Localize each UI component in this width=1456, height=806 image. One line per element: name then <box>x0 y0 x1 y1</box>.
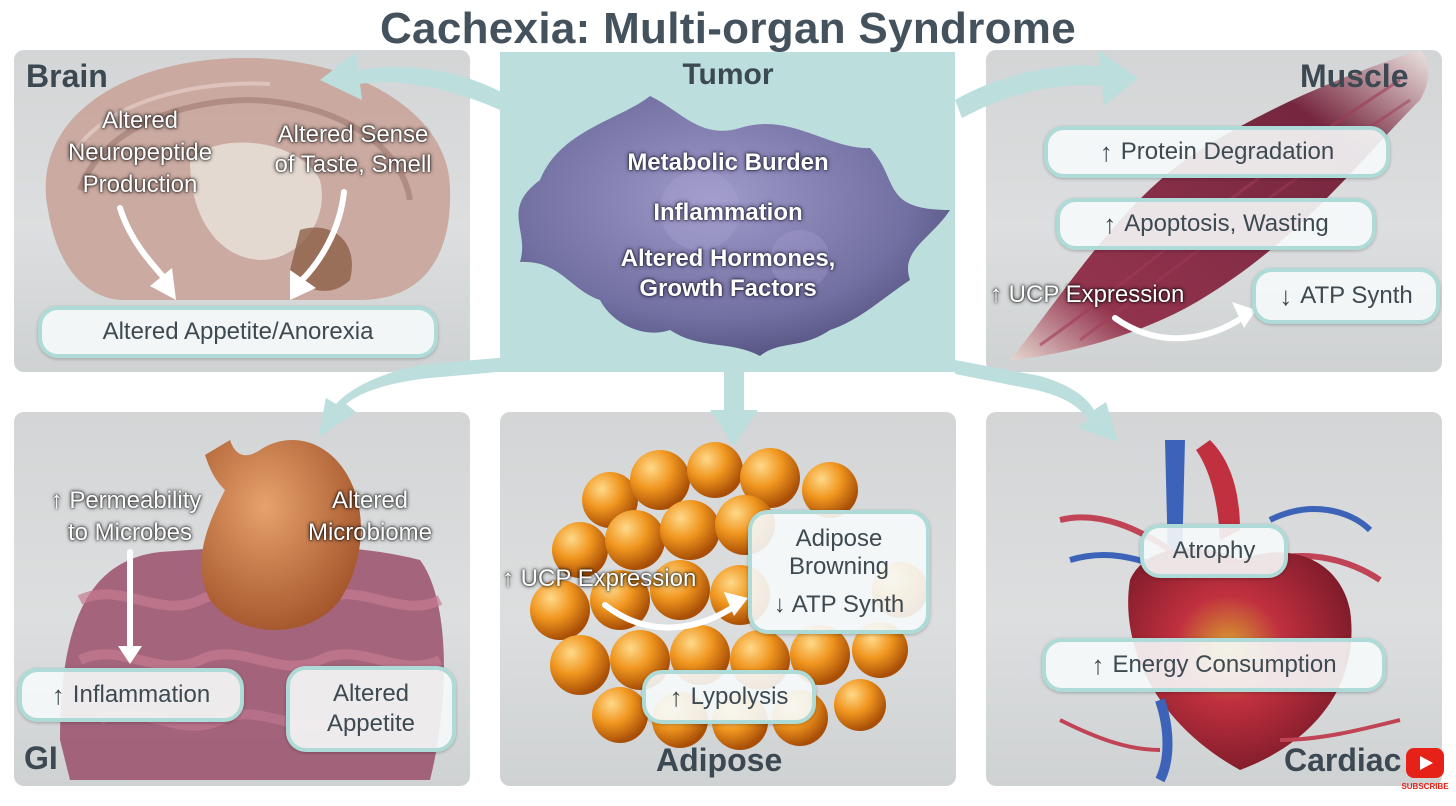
page-title: Cachexia: Multi-organ Syndrome <box>379 4 1076 53</box>
pill-apoptosis-wasting-text: Apoptosis, Wasting <box>1124 210 1329 237</box>
pill-protein-degradation-text: Protein Degradation <box>1120 138 1335 165</box>
brain-note-neuropeptide-2: Neuropeptide <box>67 139 213 166</box>
subscribe-badge[interactable]: SUBSCRIBE <box>1400 748 1450 796</box>
up-arrow-icon: ↑ <box>51 679 65 710</box>
arrow-to-gi <box>318 356 520 438</box>
adipose-ucp-arrow <box>602 601 741 631</box>
pill-atp-synth-muscle-text: ATP Synth <box>1300 282 1413 309</box>
pill-lypolysis-text: Lypolysis <box>690 683 789 710</box>
pill-altered-appetite-gi: Altered Appetite <box>286 666 456 752</box>
arrow-to-muscle <box>955 50 1138 118</box>
tumor-illustration <box>518 96 950 356</box>
arrow-to-brain <box>320 52 505 110</box>
brain-label: Brain <box>26 58 108 94</box>
youtube-play-icon[interactable] <box>1406 748 1444 778</box>
pill-altered-appetite-gi-line1: Altered <box>332 680 410 707</box>
tumor-label: Tumor <box>682 58 774 91</box>
tumor-metabolic-burden: Metabolic Burden <box>627 149 829 176</box>
up-arrow-icon: ↑ <box>669 681 683 712</box>
gi-note-permeability-2: to Microbes <box>67 519 193 546</box>
pill-altered-appetite-gi-line2: Appetite <box>326 710 416 737</box>
down-arrow-icon: ↓ <box>773 591 786 618</box>
pill-apoptosis-wasting: ↑ Apoptosis, Wasting <box>1056 198 1376 250</box>
pill-energy-consumption: ↑ Energy Consumption <box>1042 638 1386 692</box>
pill-adipose-browning-line2: Browning <box>788 553 890 580</box>
muscle-ucp-expression: ↑ UCP Expression <box>990 281 1185 308</box>
up-arrow-icon: ↑ <box>1091 649 1105 680</box>
brain-note-taste-2: of Taste, Smell <box>274 151 432 178</box>
arrow-to-adipose <box>710 372 758 446</box>
pill-atp-synth-muscle: ↓ ATP Synth <box>1252 268 1440 324</box>
pill-atrophy: Atrophy <box>1140 524 1288 578</box>
brain-arrow-right <box>299 189 347 283</box>
pill-atrophy-text: Atrophy <box>1172 537 1256 564</box>
pill-altered-appetite-anorexia: Altered Appetite/Anorexia <box>38 306 438 358</box>
muscle-label: Muscle <box>1300 58 1409 94</box>
pill-atp-synth-adipose: ↓ATP Synth <box>773 591 905 618</box>
pill-altered-appetite-anorexia-text: Altered Appetite/Anorexia <box>102 318 374 345</box>
muscle-ucp-arrow <box>1112 313 1248 342</box>
brain-note-neuropeptide-1: Altered <box>101 107 179 134</box>
pill-adipose-browning: Adipose Browning ↓ATP Synth <box>748 510 930 634</box>
arrow-to-cardiac <box>955 360 1118 442</box>
pill-inflammation-gi: ↑ Inflammation <box>18 668 244 722</box>
pill-energy-consumption-text: Energy Consumption <box>1112 651 1337 678</box>
up-arrow-icon: ↑ <box>50 487 63 514</box>
up-arrow-icon: ↑ <box>1103 208 1117 239</box>
up-arrow-icon: ↑ <box>502 565 514 592</box>
cardiac-label: Cardiac <box>1284 742 1402 778</box>
brain-arrow-left <box>117 205 169 283</box>
adipose-ucp-expression: ↑ UCP Expression <box>502 565 697 592</box>
pill-inflammation-gi-text: Inflammation <box>72 681 211 708</box>
gi-note-microbiome-1: Altered <box>331 487 409 514</box>
tumor-inflammation: Inflammation <box>653 199 803 226</box>
pill-adipose-browning-line1: Adipose <box>795 525 883 552</box>
up-arrow-icon: ↑ <box>1099 136 1113 167</box>
tumor-growth-factors: Growth Factors <box>639 275 817 302</box>
brain-note-neuropeptide-3: Production <box>82 171 198 198</box>
gi-note-permeability-1: ↑ Permeability <box>50 487 202 514</box>
down-arrow-icon: ↓ <box>1279 280 1293 311</box>
subscribe-label[interactable]: SUBSCRIBE <box>1401 782 1449 791</box>
brain-note-taste-1: Altered Sense <box>277 121 429 148</box>
pill-protein-degradation: ↑ Protein Degradation <box>1044 126 1390 178</box>
adipose-label: Adipose <box>656 742 783 778</box>
gi-note-microbiome-2: Microbiome <box>307 519 433 546</box>
tumor-altered-hormones: Altered Hormones, <box>620 245 836 272</box>
pill-lypolysis: ↑ Lypolysis <box>642 670 816 724</box>
up-arrow-icon: ↑ <box>990 281 1002 308</box>
gi-label: GI <box>24 740 58 776</box>
